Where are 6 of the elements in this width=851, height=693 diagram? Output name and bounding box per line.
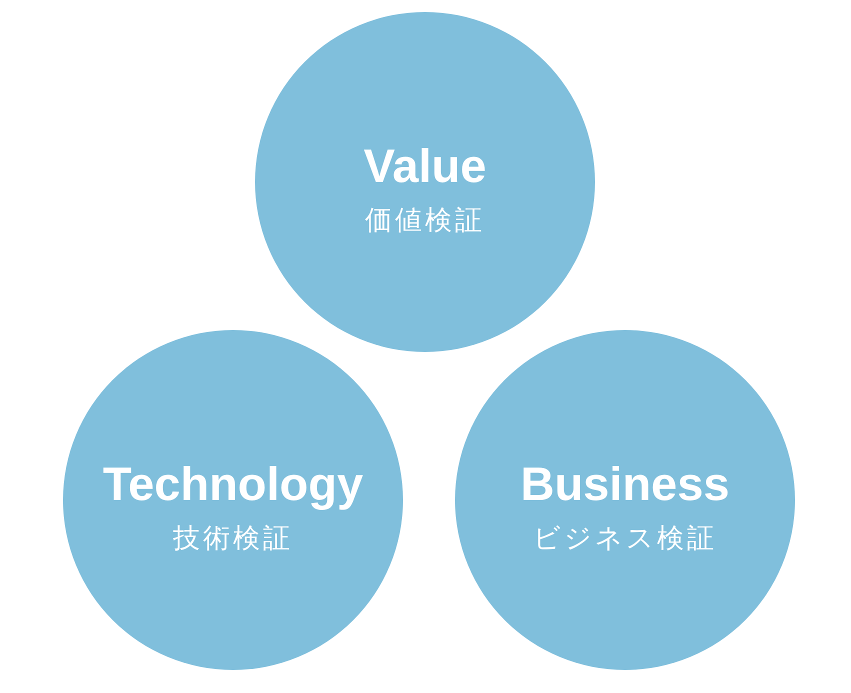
circle-subheading: 価値検証 <box>365 204 485 238</box>
circle-heading: Business <box>520 458 730 510</box>
circle-subheading: ビジネス検証 <box>533 522 717 556</box>
circle-heading: Technology <box>102 458 364 510</box>
circle-subheading: 技術検証 <box>173 522 293 556</box>
circle-heading: Value <box>364 140 486 192</box>
